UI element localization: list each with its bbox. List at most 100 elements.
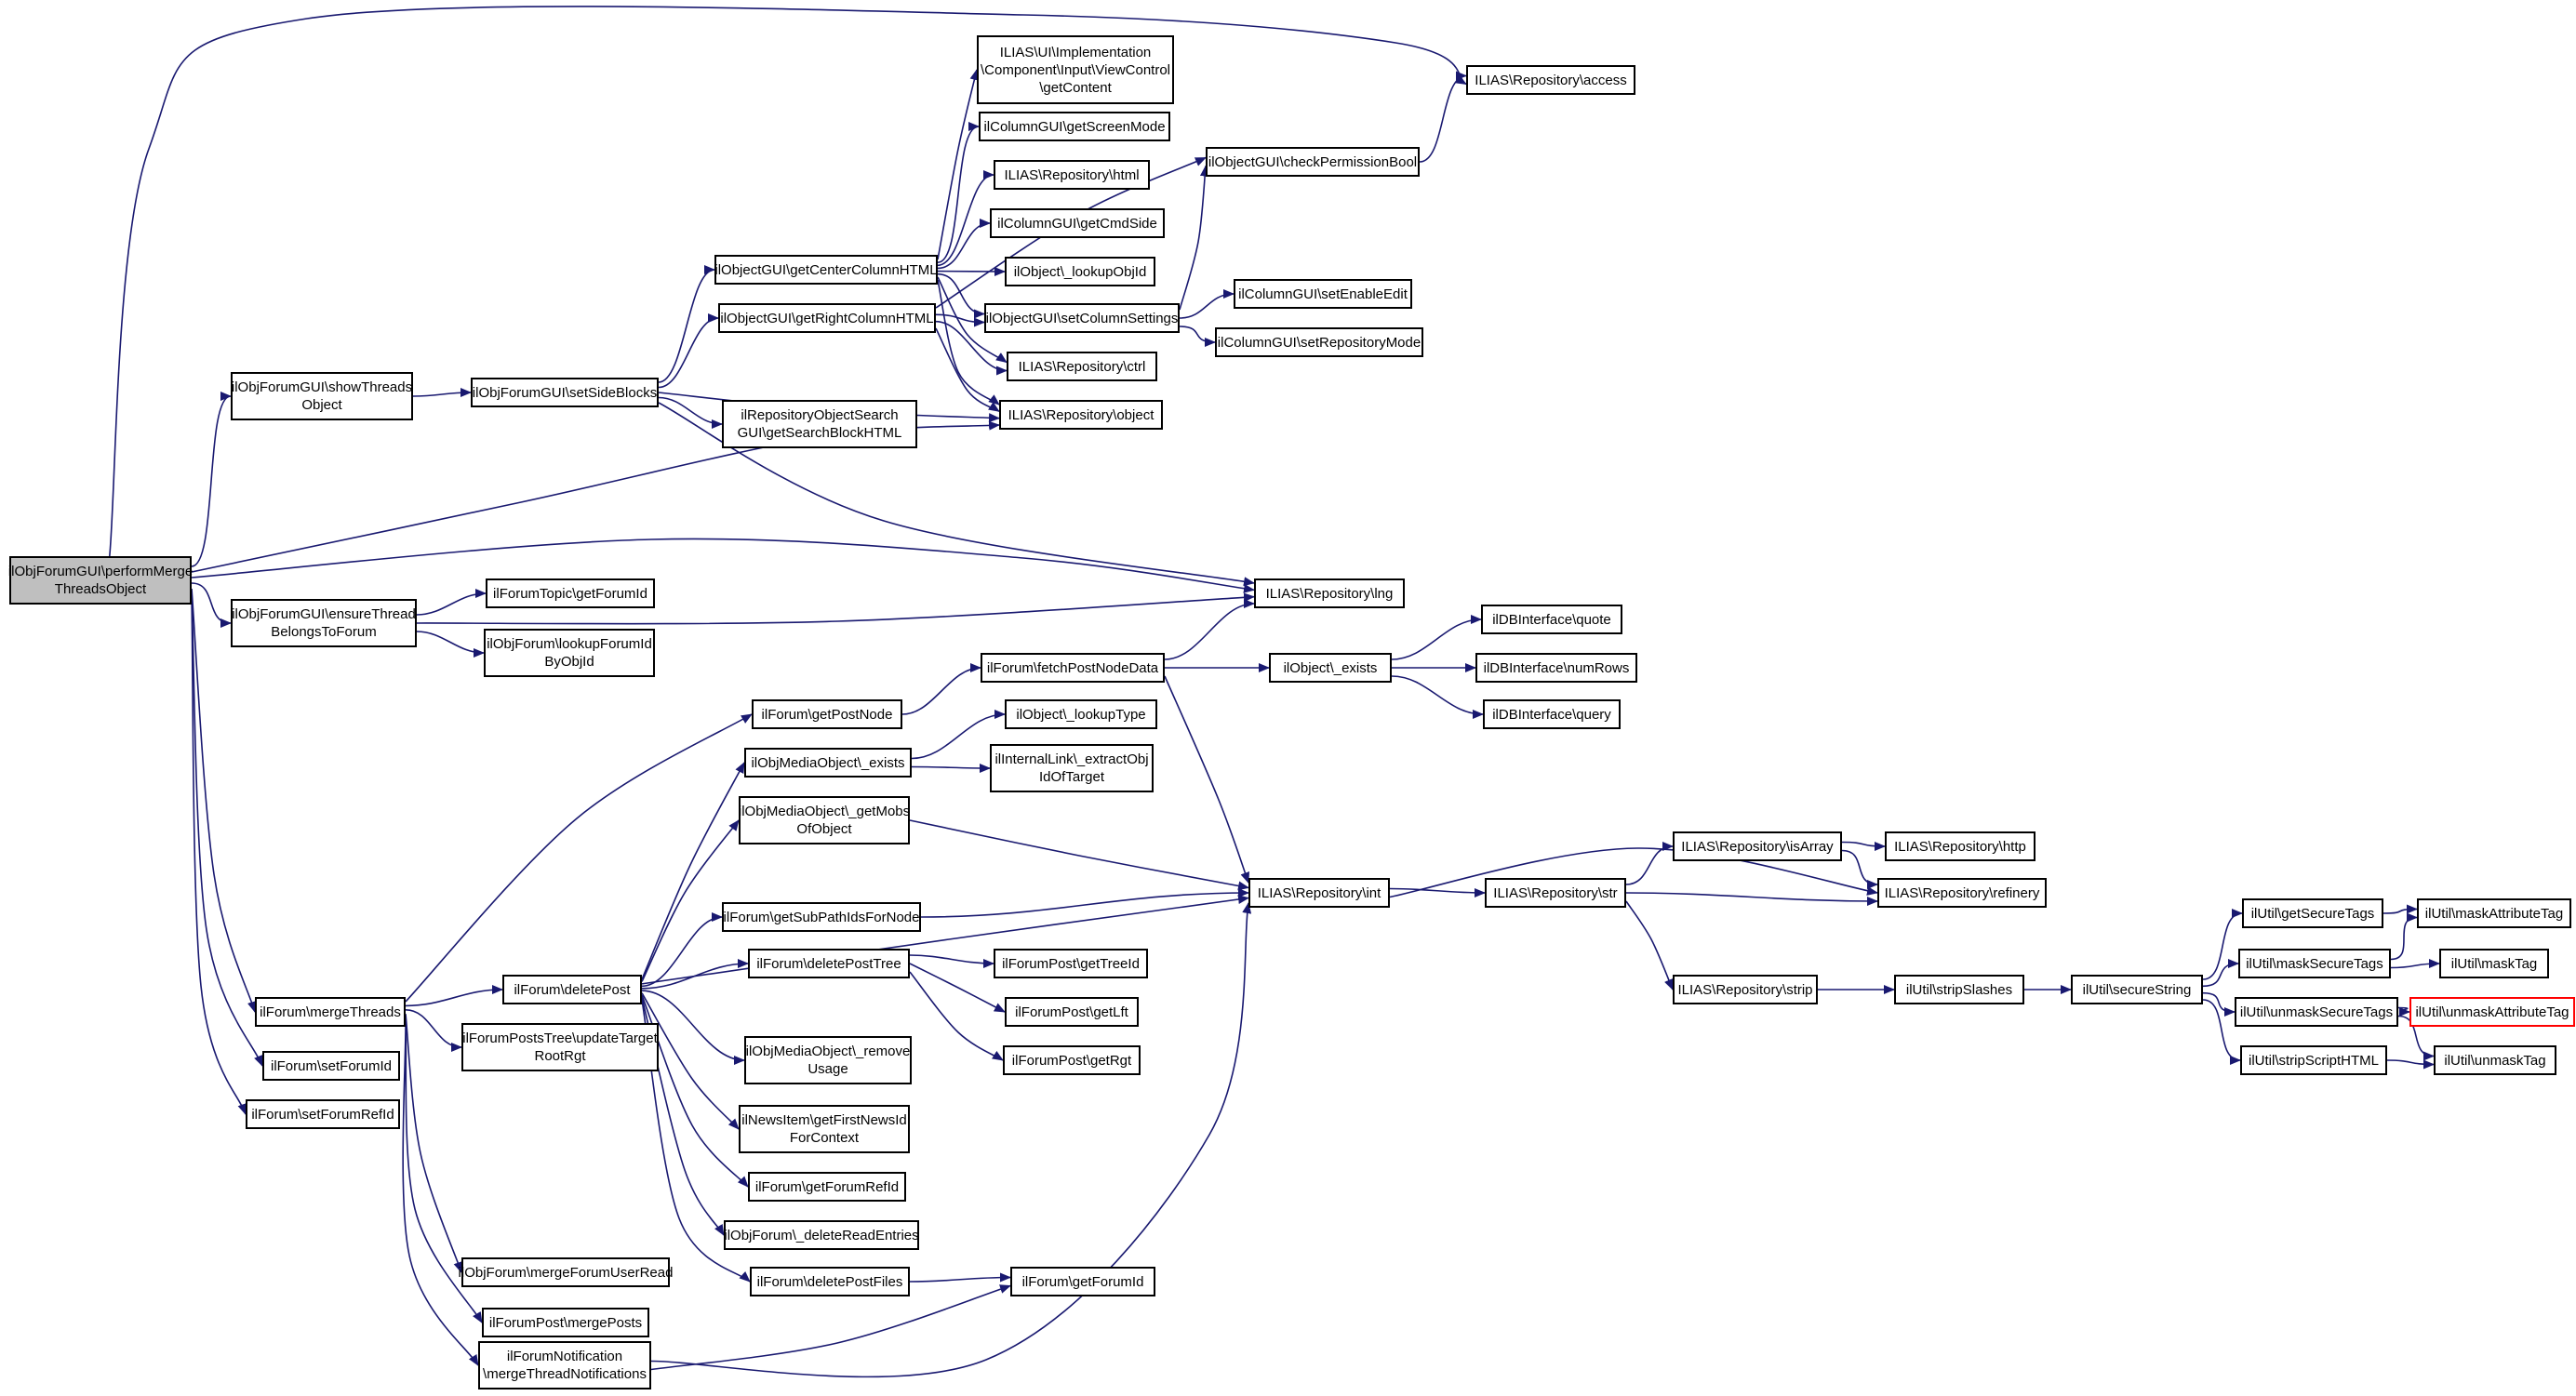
node-dbNumRows[interactable]: ilDBInterface\numRows [1475, 653, 1637, 683]
edge-deletePost-to-getSubPathIdsForNode [641, 912, 723, 988]
edge-repoStr-to-repoRefinery [1625, 892, 1878, 906]
node-label-line: GUI\getSearchBlockHTML [737, 425, 902, 441]
node-getPostNode[interactable]: ilForum\getPostNode [752, 699, 902, 729]
node-getSubPathIdsForNode[interactable]: ilForum\getSubPathIdsForNode [722, 902, 921, 932]
node-maskAttributeTag[interactable]: ilUtil\maskAttributeTag [2417, 898, 2571, 928]
node-deletePostTree[interactable]: ilForum\deletePostTree [748, 949, 910, 978]
node-fetchPostNodeData[interactable]: ilForum\fetchPostNodeData [981, 653, 1165, 683]
node-objectExists[interactable]: ilObject\_exists [1269, 653, 1392, 683]
node-label-line: ilUtil\stripSlashes [1905, 981, 2013, 998]
node-setForumRefId[interactable]: ilForum\setForumRefId [246, 1099, 400, 1129]
node-label-line: ilForum\fetchPostNodeData [986, 659, 1159, 676]
node-getRightColumnHTML[interactable]: ilObjectGUI\getRightColumnHTML [718, 303, 936, 333]
node-setRepositoryMode[interactable]: ilColumnGUI\setRepositoryMode [1215, 327, 1423, 357]
node-unmaskTag[interactable]: ilUtil\unmaskTag [2434, 1045, 2556, 1075]
node-label-line: ilForum\getForumId [1021, 1273, 1144, 1290]
edge-objectExists-to-dbQuote [1391, 615, 1482, 660]
edge-maskSecureTags-to-maskTag [2390, 959, 2440, 969]
node-getRgt[interactable]: ilForumPost\getRgt [1003, 1045, 1141, 1075]
node-maskTag[interactable]: ilUtil\maskTag [2439, 949, 2549, 978]
node-repoRefinery[interactable]: ILIAS\Repository\refinery [1877, 878, 2047, 908]
node-mobExists[interactable]: ilObjMediaObject\_exists [744, 748, 912, 778]
node-unmaskSecureTags[interactable]: ilUtil\unmaskSecureTags [2235, 997, 2398, 1027]
node-label-line: OfObject [796, 821, 852, 837]
node-label-line: ilDBInterface\query [1492, 706, 1611, 723]
node-getForumRefId[interactable]: ilForum\getForumRefId [748, 1172, 906, 1202]
node-dbQuote[interactable]: ilDBInterface\quote [1481, 605, 1622, 634]
node-getLft[interactable]: ilForumPost\getLft [1005, 997, 1139, 1027]
node-setForumId[interactable]: ilForum\setForumId [262, 1051, 400, 1081]
node-repoIsArray[interactable]: ILIAS\Repository\isArray [1673, 831, 1842, 861]
node-stripSlashes[interactable]: ilUtil\stripSlashes [1894, 975, 2024, 1004]
edge-getCenterColumnHTML-to-viewControlGetContent [937, 69, 980, 260]
node-repoHttp[interactable]: ILIAS\Repository\http [1885, 831, 2035, 861]
edge-setSideBlocks-to-repoLng [658, 402, 1255, 587]
node-getTreeId[interactable]: ilForumPost\getTreeId [994, 949, 1148, 978]
edge-secureString-to-maskSecureTags [2202, 959, 2239, 988]
node-stripScriptHTML[interactable]: ilUtil\stripScriptHTML [2240, 1045, 2387, 1075]
node-getScreenMode[interactable]: ilColumnGUI\getScreenMode [979, 112, 1170, 141]
node-label-line: ilColumnGUI\setRepositoryMode [1217, 334, 1421, 351]
edge-setSideBlocks-to-getRightColumnHTML [658, 313, 719, 389]
node-getSecureTags[interactable]: ilUtil\getSecureTags [2242, 898, 2383, 928]
node-topicGetForumId[interactable]: ilForumTopic\getForumId [486, 578, 655, 608]
node-mergeForumUserRead[interactable]: ilObjForum\mergeForumUserRead [459, 1257, 673, 1287]
node-getCmdSide[interactable]: ilColumnGUI\getCmdSide [990, 208, 1165, 238]
node-viewControlGetContent[interactable]: ILIAS\UI\Implementation\Component\Input\… [977, 35, 1174, 104]
node-repoInt[interactable]: ILIAS\Repository\int [1248, 878, 1390, 908]
node-label-line: \mergeThreadNotifications [483, 1366, 647, 1382]
edge-repoStr-to-repoStrip [1625, 900, 1674, 990]
node-repoObject[interactable]: ILIAS\Repository\object [999, 400, 1163, 430]
edge-mergeThreads-to-mergeForumUserRead [405, 1014, 463, 1273]
node-label-line: ilObjectGUI\getRightColumnHTML [720, 310, 934, 326]
node-label-line: ilObjForum\lookupForumId [487, 636, 652, 652]
node-label-line: ilUtil\unmaskTag [2444, 1052, 2546, 1069]
node-mergeThreadNotifications[interactable]: ilForumNotification\mergeThreadNotificat… [478, 1341, 651, 1389]
edge-unmaskSecureTags-to-unmaskAttributeTag [2397, 1006, 2410, 1017]
node-setEnableEdit[interactable]: ilColumnGUI\setEnableEdit [1234, 279, 1412, 309]
node-repoLng[interactable]: ILIAS\Repository\lng [1254, 578, 1405, 608]
node-mergePosts[interactable]: ilForumPost\mergePosts [482, 1308, 649, 1337]
node-setColumnSettings[interactable]: ilObjectGUI\setColumnSettings [984, 303, 1180, 333]
node-forumGetForumId[interactable]: ilForum\getForumId [1010, 1267, 1155, 1296]
edge-deletePostFiles-to-forumGetForumId [909, 1272, 1011, 1283]
node-maskSecureTags[interactable]: ilUtil\maskSecureTags [2238, 949, 2391, 978]
node-mergeThreads[interactable]: ilForum\mergeThreads [255, 997, 406, 1027]
node-lookupType[interactable]: ilObject\_lookupType [1005, 699, 1157, 729]
edge-performMergeThreadsObject-to-mergeThreads [191, 588, 257, 1013]
node-repoStrip[interactable]: ILIAS\Repository\strip [1673, 975, 1818, 1004]
edge-repoStr-to-repoIsArray [1625, 842, 1674, 885]
node-setSideBlocks[interactable]: ilObjForumGUI\setSideBlocks [471, 378, 659, 407]
node-secureString[interactable]: ilUtil\secureString [2071, 975, 2203, 1004]
node-label-line: ilObjForum\mergeForumUserRead [458, 1264, 674, 1281]
node-repoHtml[interactable]: ILIAS\Repository\html [994, 160, 1150, 190]
node-repoAccess[interactable]: ILIAS\Repository\access [1466, 65, 1635, 95]
edge-getCenterColumnHTML-to-setColumnSettings [937, 273, 985, 319]
node-repoCtrl[interactable]: ILIAS\Repository\ctrl [1007, 352, 1157, 381]
node-unmaskAttributeTag[interactable]: ilUtil\unmaskAttributeTag [2409, 997, 2575, 1027]
node-getCenterColumnHTML[interactable]: ilObjectGUI\getCenterColumnHTML [714, 255, 938, 285]
node-label-line: ilObjectGUI\setColumnSettings [985, 310, 1179, 326]
node-deletePost[interactable]: ilForum\deletePost [502, 975, 642, 1004]
node-label-line: ILIAS\Repository\str [1493, 884, 1618, 901]
node-deleteReadEntries[interactable]: ilObjForum\_deleteReadEntries [724, 1220, 919, 1250]
node-checkPermissionBool[interactable]: ilObjectGUI\checkPermissionBool [1206, 147, 1420, 177]
node-label-line: RootRgt [534, 1048, 586, 1064]
node-label-line: IdOfTarget [1038, 769, 1105, 785]
node-lookupObjId[interactable]: ilObject\_lookupObjId [1005, 257, 1155, 286]
node-deletePostFiles[interactable]: ilForum\deletePostFiles [750, 1267, 910, 1296]
edge-getRightColumnHTML-to-repoObject [935, 327, 1000, 413]
node-repoStr[interactable]: ILIAS\Repository\str [1485, 878, 1626, 908]
node-dbQuery[interactable]: ilDBInterface\query [1483, 699, 1621, 729]
